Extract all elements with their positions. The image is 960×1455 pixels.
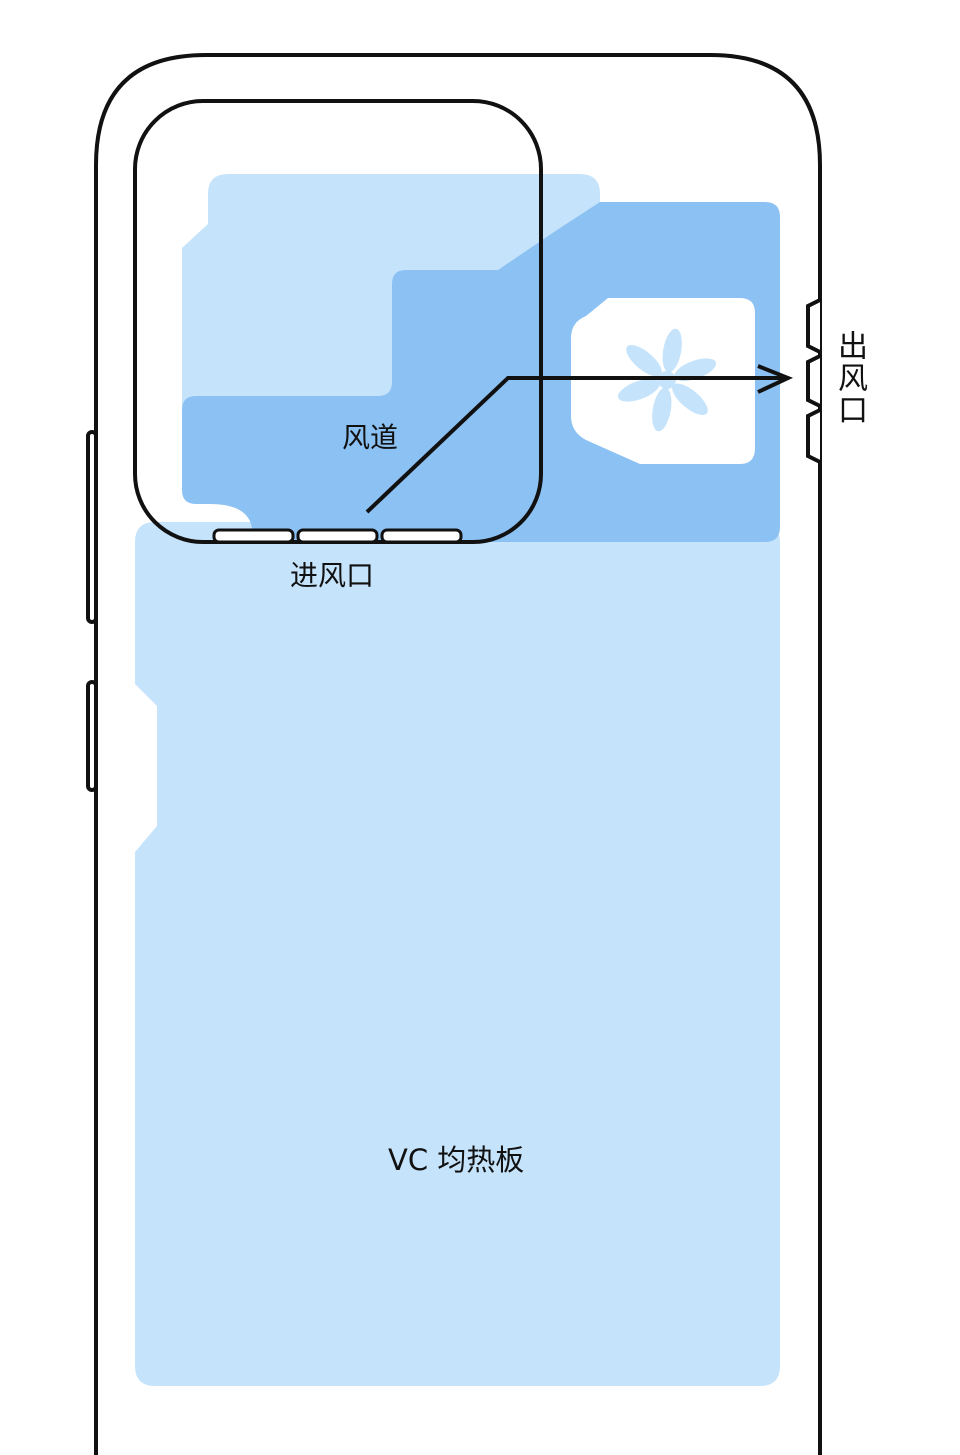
air-inlet-label: 进风口 [290,559,375,592]
outlet-vent-3 [806,408,821,464]
side-button-left-long [86,430,98,624]
inlet-vent-3 [380,528,463,544]
inlet-vent-2 [296,528,379,544]
phone-body-outline [94,53,822,1455]
fan-icon [617,328,717,432]
air-outlet-label: 出风口 [832,330,867,426]
vapor-chamber-label: VC 均热板 [388,1143,525,1177]
air-duct-label: 风道 [342,421,399,454]
inlet-vent-1 [212,528,295,544]
airflow-arrow-head [757,364,794,394]
airflow-arrow [365,376,785,514]
outlet-vent-2 [806,354,821,408]
outlet-vent-1 [806,298,821,354]
vapor-chamber-plate [135,522,780,1386]
side-button-left-short [86,680,98,792]
